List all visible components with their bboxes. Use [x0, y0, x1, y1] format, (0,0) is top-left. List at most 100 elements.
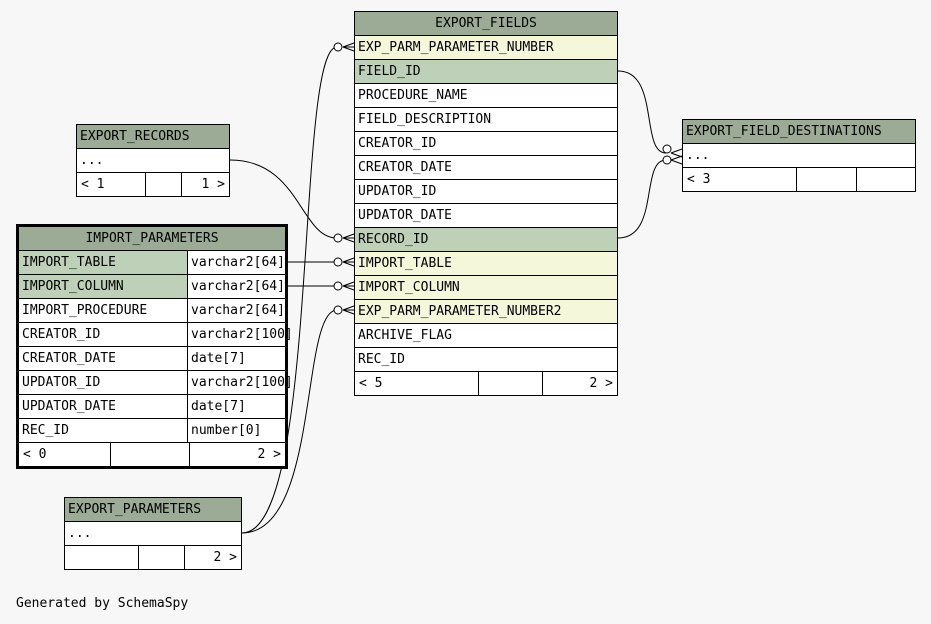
children-count-empty [856, 168, 915, 191]
collapsed-columns: ... [65, 522, 241, 546]
column-name: IMPORT_PROCEDURE [22, 303, 148, 318]
optional-marker [662, 144, 672, 154]
column-name: FIELD_ID [358, 64, 421, 79]
crowfoot-6 [670, 148, 683, 165]
children-count: 2 > [184, 546, 241, 569]
column-name: IMPORT_COLUMN [19, 275, 187, 298]
column-row: REC_ID number[0] [19, 419, 285, 443]
table-title[interactable]: EXPORT_RECORDS [77, 125, 229, 149]
column-name: EXP_PARM_PARAMETER_NUMBER2 [358, 304, 562, 319]
ellipsis: ... [686, 148, 710, 163]
edge-record-id-to-destinations [617, 159, 667, 239]
table-footer: < 5 2 > [355, 372, 617, 395]
column-row: EXP_PARM_PARAMETER_NUMBER [355, 36, 617, 60]
column-row: PROCEDURE_NAME [355, 84, 617, 108]
column-row: CREATOR_DATE date[7] [19, 347, 285, 371]
table-export-fields[interactable]: EXPORT_FIELDS EXP_PARM_PARAMETER_NUMBER … [354, 11, 618, 396]
ellipsis: ... [80, 153, 104, 168]
column-type: varchar2[64] [187, 275, 285, 298]
optional-marker [333, 305, 343, 315]
column-row: UPDATOR_ID [355, 180, 617, 204]
column-name: REC_ID [358, 352, 405, 367]
table-title[interactable]: IMPORT_PARAMETERS [19, 227, 285, 251]
edge-field-id-to-destinations [617, 70, 667, 154]
table-title[interactable]: EXPORT_FIELDS [355, 12, 617, 36]
parents-count: < 0 [23, 447, 47, 462]
column-row: CREATOR_ID [355, 132, 617, 156]
column-name: UPDATOR_DATE [358, 208, 452, 223]
parents-count-empty [65, 546, 138, 569]
column-row: UPDATOR_DATE date[7] [19, 395, 285, 419]
column-name: ARCHIVE_FLAG [358, 328, 452, 343]
column-row: UPDATOR_DATE [355, 204, 617, 228]
column-type: varchar2[64] [187, 299, 285, 322]
column-name: REC_ID [22, 423, 69, 438]
collapsed-columns: ... [683, 144, 915, 168]
table-footer: < 0 2 > [19, 443, 285, 466]
table-footer: < 3 [683, 168, 915, 191]
column-row: UPDATOR_ID varchar2[100] [19, 371, 293, 395]
column-name: EXP_PARM_PARAMETER_NUMBER [358, 40, 554, 55]
column-type: date[7] [187, 395, 285, 418]
children-count: 2 > [189, 443, 285, 466]
column-row: IMPORT_COLUMN [355, 276, 617, 300]
column-name: CREATOR_ID [22, 327, 101, 342]
column-name: UPDATOR_ID [358, 184, 437, 199]
ellipsis: ... [68, 526, 92, 541]
parents-count: < 5 [359, 376, 383, 391]
column-type: varchar2[100] [187, 371, 293, 394]
footer-spacer [796, 168, 856, 191]
column-row: CREATOR_ID varchar2[100] [19, 323, 293, 347]
column-name: UPDATOR_DATE [22, 399, 116, 414]
column-row: REC_ID [355, 348, 617, 372]
table-export-field-destinations[interactable]: EXPORT_FIELD_DESTINATIONS ... < 3 [682, 119, 916, 192]
column-name: CREATOR_DATE [358, 160, 452, 175]
table-title[interactable]: EXPORT_PARAMETERS [65, 498, 241, 522]
column-type: varchar2[100] [187, 323, 293, 346]
column-type: date[7] [187, 347, 285, 370]
column-name: CREATOR_ID [358, 136, 437, 151]
column-row: ARCHIVE_FLAG [355, 324, 617, 348]
column-row: EXP_PARM_PARAMETER_NUMBER2 [355, 300, 617, 324]
column-row: FIELD_ID [355, 60, 617, 84]
column-row: IMPORT_PROCEDURE varchar2[64] [19, 299, 285, 323]
footer-spacer [145, 173, 181, 196]
column-name: UPDATOR_ID [22, 375, 101, 390]
column-name: PROCEDURE_NAME [358, 88, 468, 103]
footer-spacer [110, 443, 189, 466]
parents-count: < 1 [81, 177, 105, 192]
column-row: CREATOR_DATE [355, 156, 617, 180]
table-footer: < 1 1 > [77, 173, 229, 196]
children-count: 2 > [542, 372, 617, 395]
column-name: IMPORT_TABLE [358, 256, 452, 271]
crowfoot-4 [342, 281, 355, 291]
children-count: 1 > [181, 173, 229, 196]
column-row: IMPORT_TABLE [355, 252, 617, 276]
footer-spacer [138, 546, 184, 569]
column-name: RECORD_ID [358, 232, 429, 247]
crowfoot-3 [342, 257, 355, 267]
generated-by-credit: Generated by SchemaSpy [16, 596, 189, 611]
optional-marker [333, 42, 343, 52]
column-name: IMPORT_TABLE [19, 251, 187, 274]
column-name: IMPORT_COLUMN [358, 280, 460, 295]
table-title[interactable]: EXPORT_FIELD_DESTINATIONS [683, 120, 915, 144]
collapsed-columns: ... [77, 149, 229, 173]
crowfoot-1 [342, 42, 355, 52]
table-export-parameters[interactable]: EXPORT_PARAMETERS ... 2 > [64, 497, 242, 570]
parents-count: < 3 [687, 172, 711, 187]
crowfoot-5 [342, 305, 355, 315]
column-type: number[0] [187, 419, 285, 442]
column-type: varchar2[64] [187, 251, 285, 274]
column-name: CREATOR_DATE [22, 351, 116, 366]
column-row: FIELD_DESCRIPTION [355, 108, 617, 132]
crowfoot-2 [342, 233, 355, 243]
optional-marker [333, 233, 343, 243]
table-footer: 2 > [65, 546, 241, 569]
column-name: FIELD_DESCRIPTION [358, 112, 492, 127]
optional-marker [333, 281, 343, 291]
table-export-records[interactable]: EXPORT_RECORDS ... < 1 1 > [76, 124, 230, 197]
